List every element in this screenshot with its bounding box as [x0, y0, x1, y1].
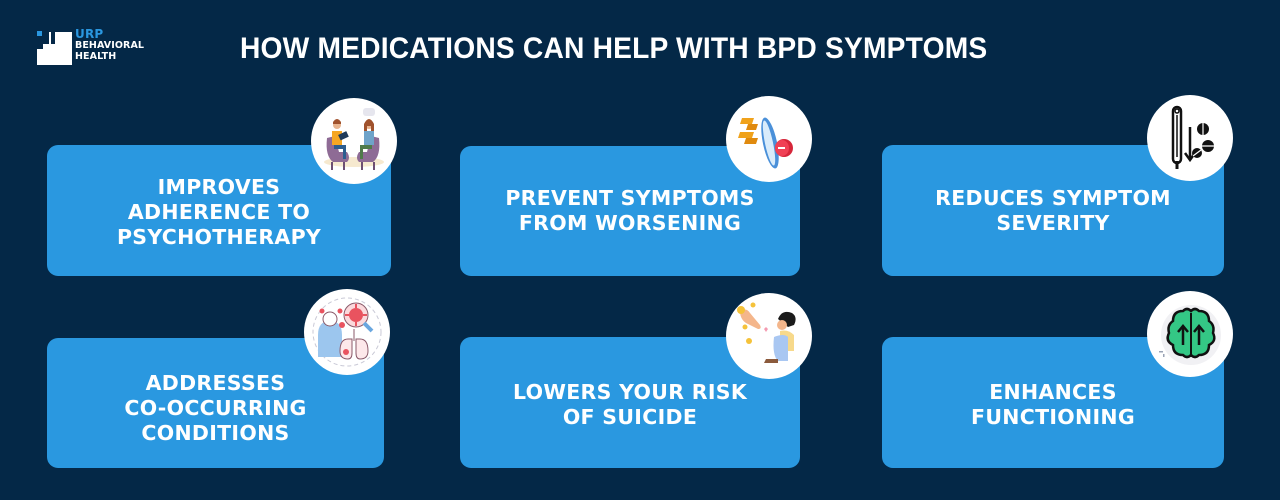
logo-text-health: HEALTH	[75, 51, 117, 62]
benefit-card-enhance-functioning: ENHANCES FUNCTIONING	[882, 337, 1224, 468]
helping-hand-icon	[726, 293, 812, 379]
logo-wordmark: URP BEHAVIORAL HEALTH	[75, 27, 145, 62]
logo-mark-icon	[37, 29, 72, 65]
virus-lungs-icon	[304, 289, 390, 375]
logo-text-urp: URP	[75, 27, 104, 41]
card-label: PREVENT SYMPTOMS FROM WORSENING	[505, 186, 755, 235]
brand-logo[interactable]: URP BEHAVIORAL HEALTH	[37, 27, 145, 65]
card-label: LOWERS YOUR RISK OF SUICIDE	[512, 379, 748, 429]
card-label: ENHANCES FUNCTIONING	[971, 379, 1135, 429]
therapy-session-icon	[311, 98, 397, 184]
page-title: HOW MEDICATIONS CAN HELP WITH BPD SYMPTO…	[240, 32, 988, 65]
brain-arrows-up-icon	[1147, 291, 1233, 377]
logo-text-behavioral: BEHAVIORAL	[75, 40, 145, 51]
card-label: ADDRESSES CO-OCCURRING CONDITIONS	[124, 370, 307, 445]
shield-block-icon	[726, 96, 812, 182]
card-label: REDUCES SYMPTOM SEVERITY	[935, 185, 1171, 235]
card-label: IMPROVES ADHERENCE TO PSYCHOTHERAPY	[116, 175, 322, 249]
thermometer-pills-icon	[1147, 95, 1233, 181]
